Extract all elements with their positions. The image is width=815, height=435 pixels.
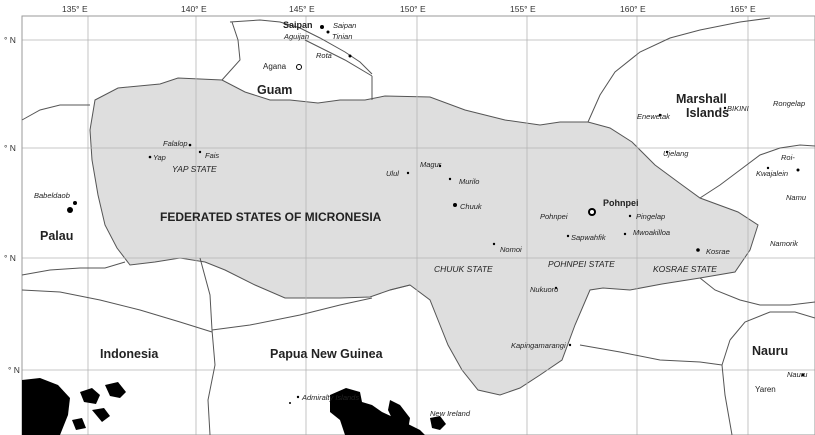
- pohnpei-island-label: Pohnpei: [540, 212, 568, 221]
- map-frame: [21, 15, 815, 435]
- fsm-label: FEDERATED STATES OF MICRONESIA: [160, 210, 382, 224]
- agana-label: Agana: [263, 62, 287, 71]
- latitude-grid: [22, 39, 815, 371]
- namu-label: Namu: [786, 193, 807, 202]
- aguijan-label: Aguijan: [283, 32, 309, 41]
- nukuoro-label: Nukuoro: [530, 285, 558, 294]
- png-label: Papua New Guinea: [270, 347, 384, 361]
- falalop-label: Falalop: [163, 139, 188, 148]
- magur-label: Magur: [420, 160, 442, 169]
- bikini-label: BIKINI: [727, 104, 749, 113]
- fais-label: Fais: [205, 151, 219, 160]
- lon-label-165: 165° E: [730, 4, 756, 14]
- kosrae-state-label: KOSRAE STATE: [653, 264, 717, 274]
- nauru-label: Nauru: [752, 344, 788, 358]
- nauru-small-label: Nauru: [787, 370, 808, 379]
- new-ireland-label: New Ireland: [430, 409, 471, 418]
- lon-label-150: 150° E: [400, 4, 426, 14]
- lon-label-160: 160° E: [620, 4, 646, 14]
- tinian-label: Tinian: [332, 32, 352, 41]
- yap-label: Yap: [153, 153, 166, 162]
- island-markers: [148, 25, 805, 404]
- lon-label-155: 155° E: [510, 4, 536, 14]
- mwoakilloa-label: Mwoakilloa: [633, 228, 670, 237]
- pohnpei-state-label: POHNPEI STATE: [548, 259, 615, 269]
- fsm-zone: [89, 77, 759, 396]
- roi-label: Roi-: [781, 153, 795, 162]
- ulul-label: Ulul: [386, 169, 399, 178]
- yaren-label: Yaren: [755, 385, 776, 394]
- lat-label-3: ° N: [4, 253, 16, 263]
- eez-boundaries: [21, 17, 815, 435]
- guam-label: Guam: [257, 83, 292, 97]
- country-labels: FEDERATED STATES OF MICRONESIA Palau Gua…: [40, 83, 788, 361]
- namorik-label: Namorik: [770, 239, 799, 248]
- rota-label: Rota: [316, 51, 332, 60]
- admiralty-label: Admiralty Islands: [301, 393, 359, 402]
- marshall-label-1: Marshall: [676, 92, 727, 106]
- state-labels: YAP STATE CHUUK STATE POHNPEI STATE KOSR…: [172, 164, 717, 274]
- enewetak-label: Enewetak: [637, 112, 671, 121]
- yap-state-label: YAP STATE: [172, 164, 217, 174]
- place-labels: Saipan Saipan Aguijan Tinian Rota Agana …: [34, 20, 808, 418]
- murilo-label: Murilo: [459, 177, 479, 186]
- ujelang-label: Ujelang: [663, 149, 689, 158]
- pohnpei-capital-label: Pohnpei: [603, 198, 639, 208]
- indonesia-label: Indonesia: [100, 347, 159, 361]
- palau-label: Palau: [40, 229, 73, 243]
- chuuk-state-label: CHUUK STATE: [434, 264, 493, 274]
- axis-labels: 135° E 140° E 145° E 150° E 155° E 160° …: [4, 4, 756, 375]
- sapwahfik-label: Sapwahfik: [571, 233, 607, 242]
- lon-label-140: 140° E: [181, 4, 207, 14]
- land-masses: [22, 201, 596, 435]
- saipan-label: Saipan: [333, 21, 356, 30]
- lat-label-2: ° N: [4, 143, 16, 153]
- nomoi-label: Nomoi: [500, 245, 522, 254]
- kapingamarangi-label: Kapingamarangi: [511, 341, 566, 350]
- chuuk-label: Chuuk: [460, 202, 483, 211]
- lon-label-145: 145° E: [289, 4, 315, 14]
- rongelap-label: Rongelap: [773, 99, 805, 108]
- lon-label-135: 135° E: [62, 4, 88, 14]
- babeldaob-label: Babeldaob: [34, 191, 70, 200]
- marshall-label-2: Islands: [686, 106, 729, 120]
- lat-label-4: ° N: [8, 365, 20, 375]
- kwajalein-label: Kwajalein: [756, 169, 788, 178]
- pingelap-label: Pingelap: [636, 212, 665, 221]
- longitude-grid: [87, 16, 749, 435]
- kosrae-label: Kosrae: [706, 247, 730, 256]
- saipan-bold-label: Saipan: [283, 20, 313, 30]
- lat-label-1: ° N: [4, 35, 16, 45]
